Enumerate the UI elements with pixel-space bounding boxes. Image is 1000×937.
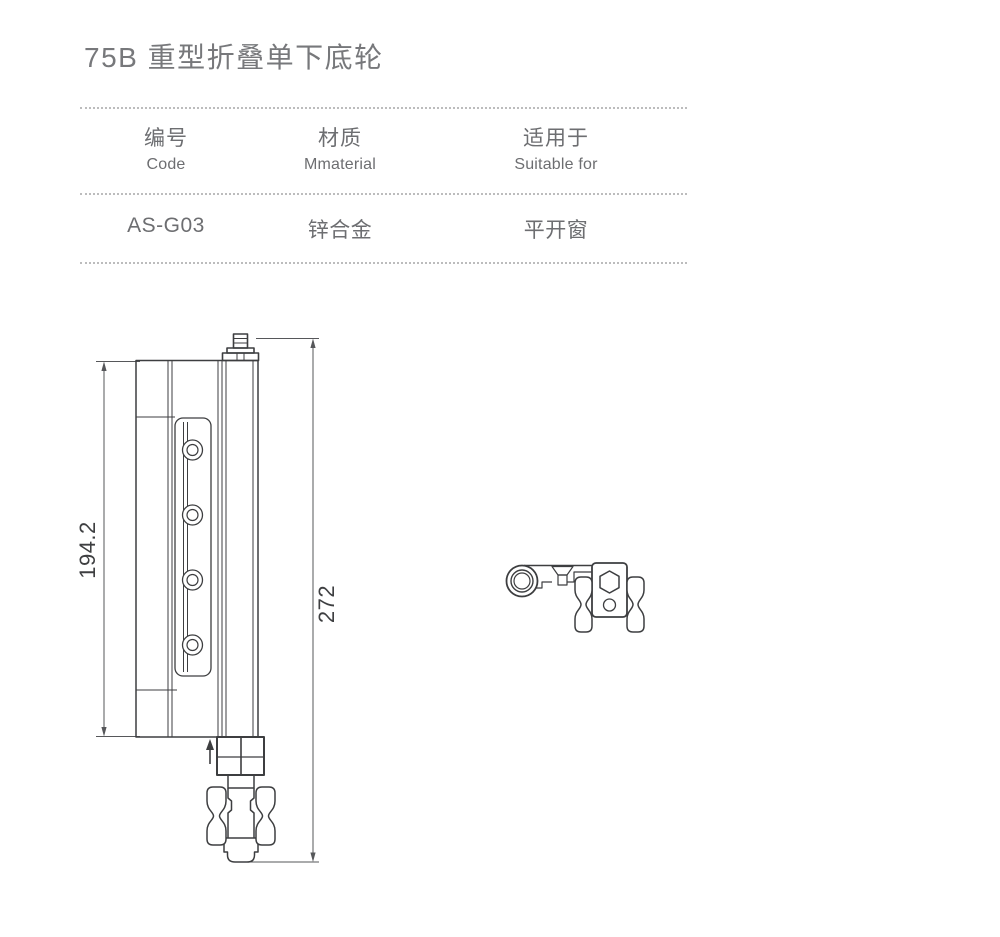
axle-hole <box>602 598 617 612</box>
table-header-material: 材质 Mmaterial <box>252 126 428 175</box>
table-rule-top <box>80 107 687 109</box>
main-view <box>135 333 276 863</box>
table-header-code: 编号 Code <box>80 126 252 175</box>
dim-total-height-label: 272 <box>314 585 339 623</box>
value-suitable: 平开窗 <box>523 219 589 242</box>
mounting-plate <box>174 417 212 677</box>
carriage-wheels <box>574 576 645 633</box>
header-material-en: Mmaterial <box>303 156 377 173</box>
table-rule-middle <box>80 193 687 195</box>
technical-drawing-svg: 194.2 272 <box>75 333 645 863</box>
table-rule-bottom <box>80 262 687 264</box>
header-suitable-en: Suitable for <box>514 156 598 173</box>
table-header-suitable: 适用于 Suitable for <box>448 126 664 175</box>
rivets <box>181 439 204 656</box>
header-material-zh: 材质 <box>318 127 362 150</box>
carriage-bracket <box>591 562 628 618</box>
header-code-en: Code <box>146 156 186 173</box>
profile-body <box>135 359 259 738</box>
roller-hub <box>223 774 259 863</box>
side-view <box>505 562 645 633</box>
value-code: AS-G03 <box>127 214 205 237</box>
top-bolt <box>221 333 260 362</box>
adjuster-block <box>216 736 265 776</box>
header-suitable-zh: 适用于 <box>523 127 589 150</box>
dim-plate-height-label: 194.2 <box>75 521 100 579</box>
carriage-arm <box>524 564 592 589</box>
up-arrow-marker <box>206 739 214 764</box>
page-title: 75B 重型折叠单下底轮 <box>84 42 384 73</box>
dimension-lines <box>96 338 319 863</box>
hex-nut <box>599 570 620 594</box>
header-code-zh: 编号 <box>144 127 188 150</box>
roller-end-ring <box>505 564 539 598</box>
value-material: 锌合金 <box>307 219 373 242</box>
wheel-flanges <box>206 786 276 846</box>
